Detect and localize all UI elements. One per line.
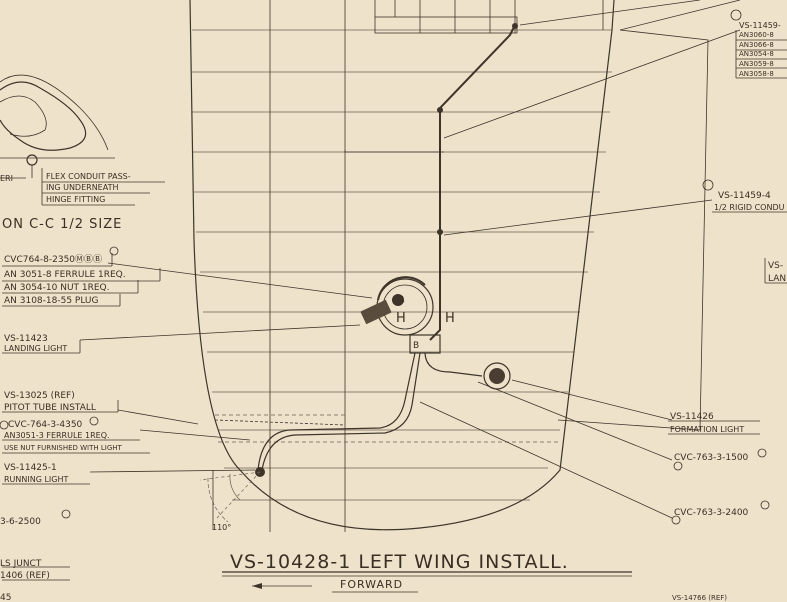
callout-pitot-line-2: PITOT TUBE INSTALL: [4, 403, 96, 413]
callout-la-line-1: VS-: [768, 261, 783, 271]
flex-note-line-3: HINGE FITTING: [46, 195, 105, 204]
callout-cvc764-3-line-2: AN3051-3 FERRULE 1REQ.: [4, 431, 110, 440]
callout-rules: [2, 30, 787, 581]
callout-cvc764-line-2: AN 3051-8 FERRULE 1REQ.: [4, 270, 126, 280]
callout-cvc763-1500: CVC-763-3-1500: [674, 453, 749, 463]
callout-partial-2-line-2: 1406 (REF): [0, 571, 50, 581]
forward-label: FORWARD: [340, 578, 403, 591]
conduit-routes: [214, 23, 518, 471]
callout-cvc764-line-1: CVC764-8-2350ⓂⒷⒷ: [4, 254, 102, 265]
conduit-clamp-mid: [437, 229, 443, 235]
landing-light: [360, 276, 434, 336]
callout-rigid-line-1: VS-11459-4: [718, 191, 771, 201]
flex-note-line-2: ING UNDERNEATH: [46, 183, 119, 192]
callout-bottomright: VS-14766 (REF): [672, 594, 727, 602]
callout-partial-1: 3-6-2500: [0, 517, 41, 527]
callout-running-line-2: RUNNING LIGHT: [4, 475, 69, 484]
flex-prefix: ERI: [0, 174, 13, 183]
flex-note-line-1: FLEX CONDUIT PASS-: [46, 172, 131, 181]
callout-cvc764-3-line-3: USE NUT FURNISHED WITH LIGHT: [4, 444, 123, 452]
callout-landing-line-1: VS-11423: [4, 334, 48, 344]
callout-formation-line-1: VS-11426: [670, 412, 714, 422]
title-block: [222, 571, 632, 593]
conduit-clamp-top: [437, 107, 443, 113]
hinge-section-sketch: [0, 74, 165, 206]
marker-i: 1: [400, 295, 405, 304]
callout-topright-line-2: AN3060-8: [739, 31, 774, 39]
callout-topright-line-4: AN3054-8: [739, 50, 774, 58]
formation-light: [483, 362, 511, 390]
callout-topright-line-1: VS-11459-: [739, 21, 781, 30]
marker-b: B: [413, 341, 419, 351]
callout-topright-line-3: AN3066-8: [739, 41, 774, 49]
callout-la-line-2: LAN: [768, 274, 786, 284]
callout-cvc763-2400: CVC-763-3-2400: [674, 508, 749, 518]
callout-formation-line-2: FORMATION LIGHT: [670, 425, 744, 434]
conduit-clamp-strip: [512, 23, 518, 29]
angle-label: 110°: [212, 523, 231, 532]
callout-cvc764-line-4: AN 3108-18-55 PLUG: [4, 296, 98, 306]
callout-running-line-1: VS-11425-1: [4, 463, 57, 473]
section-label: ON C-C 1/2 SIZE: [2, 217, 122, 232]
circle-markers: [0, 9, 770, 525]
drawing-title: VS-10428-1 LEFT WING INSTALL.: [230, 551, 569, 573]
callout-rigid-line-2: 1/2 RIGID CONDU: [714, 203, 785, 212]
callout-topright-line-6: AN3058-8: [739, 70, 774, 78]
leader-lines: [79, 0, 741, 519]
callout-cvc764-3-line-1: CVC-764-3-4350: [8, 420, 83, 430]
callout-partial-3: 45: [0, 593, 11, 602]
callout-topright-line-5: AN3059-8: [739, 60, 774, 68]
marker-h1: H: [396, 311, 406, 326]
callout-cvc764-line-3: AN 3054-10 NUT 1REQ.: [4, 283, 110, 293]
callout-landing-line-2: LANDING LIGHT: [4, 344, 67, 353]
running-light: [199, 467, 265, 530]
marker-h2: H: [445, 311, 455, 326]
callout-pitot-line-1: VS-13025 (REF): [4, 391, 75, 401]
wing-structure: [189, 0, 741, 532]
callout-partial-2-line-1: LS JUNCT: [0, 559, 42, 569]
